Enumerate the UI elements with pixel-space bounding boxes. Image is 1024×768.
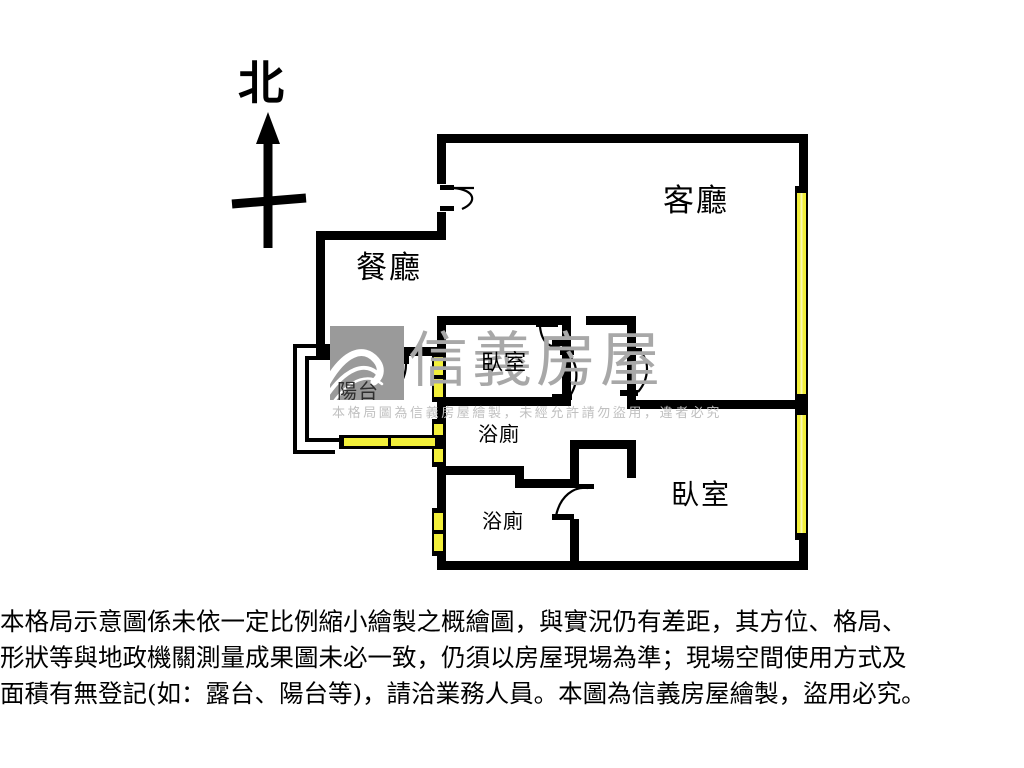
room-label-bathroom-1: 浴廁 — [478, 422, 520, 446]
window-bedroom-1 — [432, 352, 445, 402]
north-arrow-icon — [231, 112, 307, 248]
window-bedroom-2 — [795, 408, 808, 540]
disclaimer-line-3: 面積有無登記(如：露台、陽台等)，請洽業務人員。本圖為信義房屋繪製，盜用必究。 — [0, 679, 926, 708]
door-bedroom-1-corridor — [552, 350, 578, 400]
room-label-bedroom-1: 臥室 — [481, 351, 528, 376]
floor-plan-canvas: 信義房屋 本格局圖為信義房屋繪製，未經允許請勿盜用，違者必究 — [228, 58, 808, 570]
compass-north-label: 北 — [238, 56, 284, 110]
walls — [293, 134, 808, 570]
window-living-room — [795, 186, 808, 401]
room-label-dining-room: 餐廳 — [356, 250, 422, 286]
door-bedroom-1 — [536, 318, 568, 348]
window-bathroom-2 — [432, 508, 445, 556]
door-entrance — [440, 185, 474, 211]
disclaimer-line-2: 形狀等與地政機關測量成果圖未必一致，仍須以房屋現場為準；現場空間使用方式及 — [0, 643, 907, 672]
compass: 北 — [228, 58, 338, 248]
room-label-bathroom-2: 浴廁 — [482, 509, 524, 533]
floor-plan-drawing — [293, 134, 808, 570]
door-bathroom-2 — [552, 484, 594, 520]
room-label-bedroom-2: 臥室 — [671, 478, 732, 511]
room-label-living-room: 客廳 — [663, 183, 729, 219]
window-balcony — [339, 435, 443, 449]
disclaimer-line-1: 本格局示意圖係未依一定比例縮小繪製之概繪圖，與實況仍有差距，其方位、格局、 — [0, 607, 907, 636]
room-label-balcony: 陽台 — [337, 379, 379, 403]
disclaimer-text: 本格局示意圖係未依一定比例縮小繪製之概繪圖，與實況仍有差距，其方位、格局、 形狀… — [0, 604, 1024, 712]
door-corridor-upper — [620, 348, 649, 396]
windows — [339, 186, 808, 556]
